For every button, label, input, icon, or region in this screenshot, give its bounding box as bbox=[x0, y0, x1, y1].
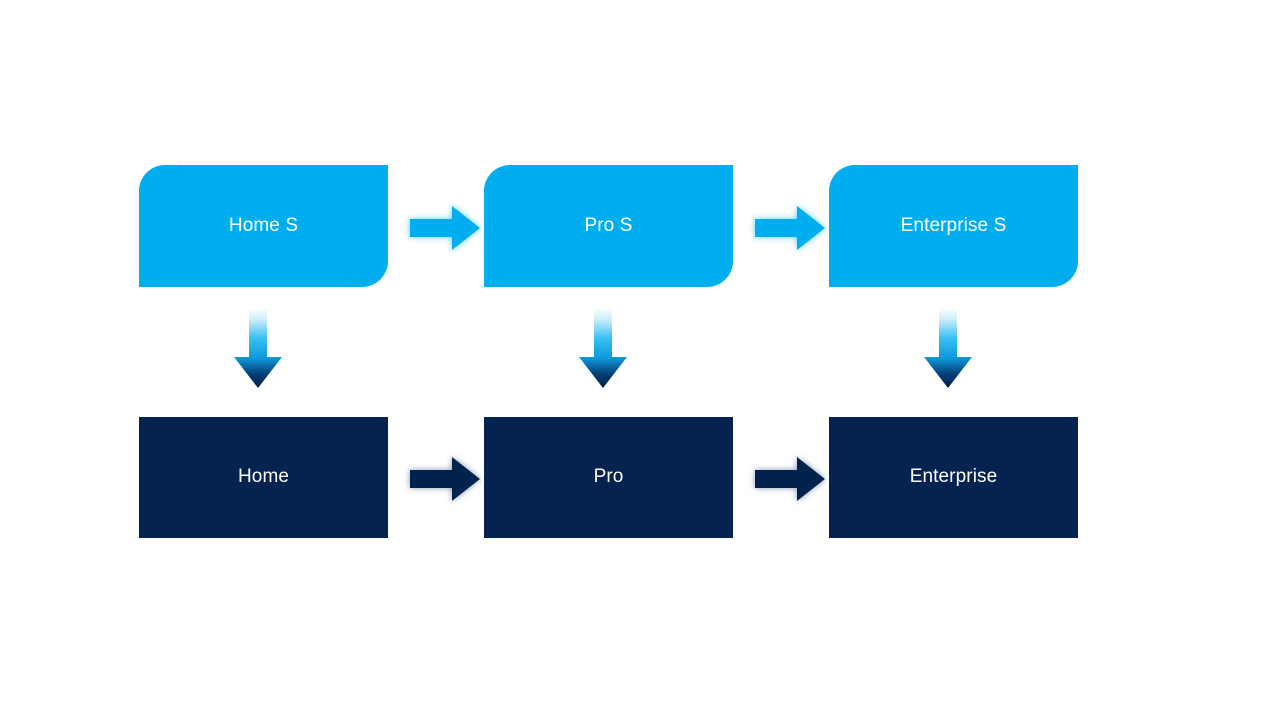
arrow-enterprise-s-to-enterprise-icon bbox=[922, 308, 974, 390]
node-pro[interactable]: Pro bbox=[484, 417, 733, 538]
node-label-home-s: Home S bbox=[228, 214, 299, 236]
arrow-pro-s-to-enterprise-s-icon bbox=[753, 203, 827, 253]
node-enterprise-s[interactable]: Enterprise S bbox=[829, 165, 1078, 287]
node-label-pro-s: Pro S bbox=[584, 214, 633, 236]
node-label-home: Home bbox=[237, 466, 290, 488]
node-enterprise[interactable]: Enterprise bbox=[829, 417, 1078, 538]
arrow-pro-to-enterprise-icon bbox=[753, 454, 827, 504]
node-pro-s[interactable]: Pro S bbox=[484, 165, 733, 287]
node-label-enterprise-s: Enterprise S bbox=[900, 214, 1007, 236]
node-home-s[interactable]: Home S bbox=[139, 165, 388, 287]
node-label-pro: Pro bbox=[593, 466, 624, 488]
arrow-home-s-to-pro-s-icon bbox=[408, 203, 482, 253]
arrow-home-s-to-home-icon bbox=[232, 308, 284, 390]
arrow-pro-s-to-pro-icon bbox=[577, 308, 629, 390]
node-label-enterprise: Enterprise bbox=[909, 466, 998, 488]
arrow-home-to-pro-icon bbox=[408, 454, 482, 504]
node-home[interactable]: Home bbox=[139, 417, 388, 538]
